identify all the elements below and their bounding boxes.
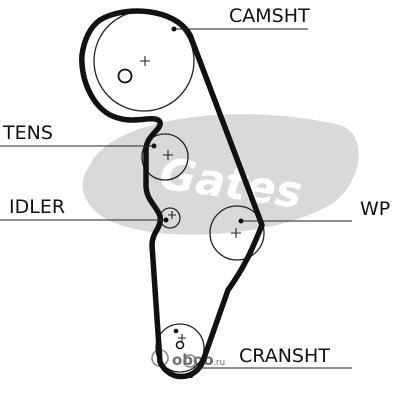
label-cransht: CRANSHT <box>239 345 330 367</box>
tensioner-center-mark <box>163 150 173 160</box>
tensioner-pulley <box>141 133 189 181</box>
crankshaft-hole <box>175 340 185 350</box>
wp-leader-dot <box>238 218 244 224</box>
idler-leader-dot <box>163 217 169 223</box>
crankshaft-center-mark <box>178 334 186 342</box>
camsht-leader-dot <box>171 26 177 32</box>
water-pump-pulley <box>209 205 265 261</box>
site-watermark-ring-2 <box>183 354 197 368</box>
water-pump-center-mark <box>231 228 241 238</box>
label-camsht: CAMSHT <box>229 5 310 27</box>
camshaft-center-mark <box>140 56 150 66</box>
crankshaft-mark-dot <box>173 328 179 334</box>
idler-center-mark <box>168 211 176 219</box>
timing-belt <box>79 8 265 380</box>
leader-dots <box>151 26 244 224</box>
crankshaft-pulley <box>155 323 205 373</box>
label-tens: TENS <box>2 122 53 144</box>
leader-lines <box>0 28 352 369</box>
tens-leader-dot <box>151 143 157 149</box>
label-idler: IDLER <box>9 196 65 218</box>
brand-watermark: Gates <box>82 114 359 235</box>
site-watermark-suffix: .ru <box>213 358 225 368</box>
camshaft-hole <box>117 68 133 84</box>
pulley-center-marks <box>140 56 241 342</box>
label-wp: WP <box>360 198 390 220</box>
